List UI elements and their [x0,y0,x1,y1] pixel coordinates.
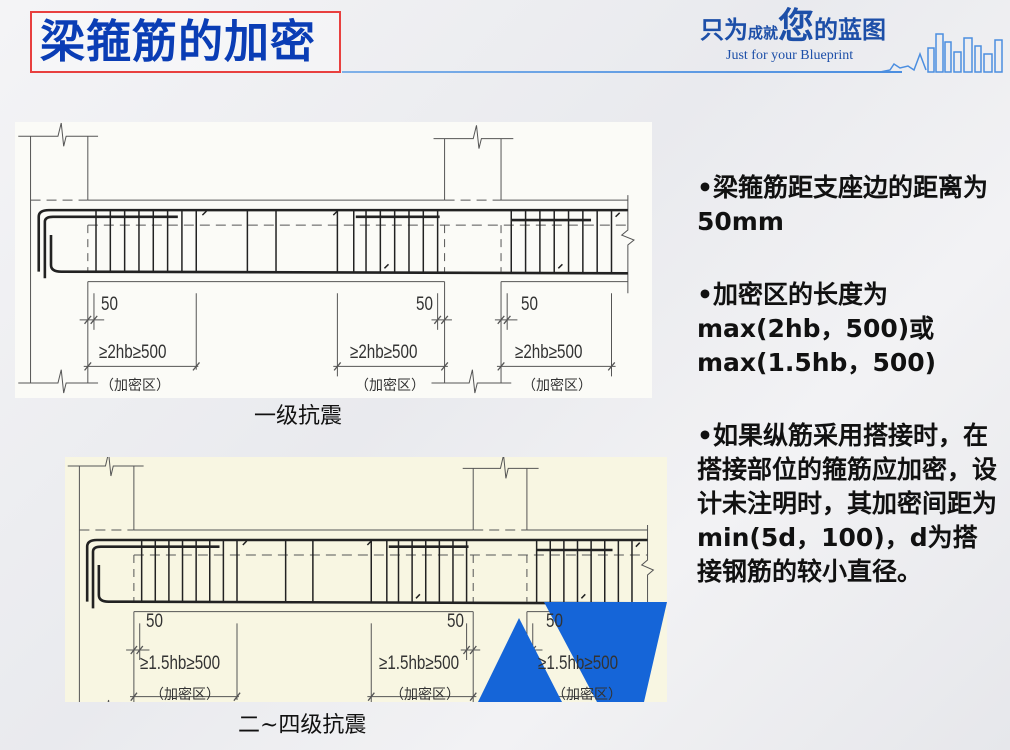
break-line [434,125,514,148]
break-line [463,457,539,478]
top-rebar [93,547,219,609]
break-line [431,370,511,393]
zone-label: （加密区） [390,686,460,702]
dim-50-label: 50 [146,611,163,632]
break-line [18,123,98,146]
dimension-tick [334,362,341,370]
dimension-tick [470,646,476,654]
top-rebar [45,217,178,279]
dim-50-label: 50 [447,611,464,632]
zone-label: （加密区） [522,377,592,393]
stirrup-hook [367,541,371,545]
bullet-item: •梁箍筋距支座边的距离为50mm [697,173,988,236]
dimension-tick [608,362,615,370]
dim-length-label: ≥1.5hb≥500 [379,653,460,674]
logo-tagline: Just for your Blueprint [726,48,854,63]
header-divider [342,71,902,73]
stirrup-hook [333,211,337,215]
dimension-tick [193,362,200,370]
bottom-rebar [99,565,648,603]
figure-caption: 二~四级抗震 [238,713,367,738]
stirrup-hook [558,264,562,268]
bullet-item: •加密区的长度为max(2hb，500)或max(1.5hb，500) [697,280,937,377]
dim-50-label: 50 [521,294,538,315]
figure-caption: 一级抗震 [254,404,343,429]
dimension-tick [441,316,448,324]
dim-length-label: ≥1.5hb≥500 [538,653,619,674]
dimension-tick [234,693,240,701]
dimension-tick [131,693,137,701]
dim-length-label: ≥1.5hb≥500 [140,653,221,674]
dim-length-label: ≥2hb≥500 [99,342,167,363]
dimension-tick [504,316,511,324]
dimension-tick [137,646,143,654]
stirrup-hook [416,594,420,598]
dim-50-label: 50 [416,294,433,315]
zone-label: （加密区） [355,377,425,393]
beam-stirrup-diagram-grade1 [15,122,652,398]
break-line [642,525,654,623]
zone-label: （加密区） [150,686,220,702]
stirrup-hook [202,211,206,215]
logo-text: 成就 [748,24,779,42]
dim-50-label: 50 [546,611,563,632]
dim-length-label: ≥2hb≥500 [515,342,583,363]
dim-50-label: 50 [101,294,118,315]
zone-label: （加密区） [552,686,622,702]
dimension-tick [441,362,448,370]
slide-title: 梁箍筋的加密 [40,15,317,68]
bottom-rebar [51,235,628,273]
stirrup-hook [384,264,388,268]
logo-text: 您 [778,5,815,47]
stirrup-hook [581,594,585,598]
dimension-tick [131,646,137,654]
title-frame [30,11,341,73]
logo-text: 只为 [700,15,748,44]
logo-text: 的蓝图 [814,15,887,44]
break-line [18,370,98,393]
dimension-tick [434,316,441,324]
bullet-item: •如果纵筋采用搭接时，在搭接部位的箍筋应加密，设计未注明时，其加密间距为min(… [697,421,998,586]
top-rebar [87,540,647,602]
beam-stirrup-diagram-grade2-4 [65,457,667,702]
dimension-tick [498,362,505,370]
dimension-tick [85,362,92,370]
stirrup-hook [616,213,620,217]
bullet-list: •梁箍筋距支座边的距离为50mm •加密区的长度为max(2hb，500)或ma… [697,171,997,628]
skyline-logo-icon [880,33,1003,73]
stirrup-hook [243,541,247,545]
dimension-tick [85,316,92,324]
zone-label: （加密区） [100,377,170,393]
beam-drawing [15,122,652,398]
break-line [622,195,634,293]
dim-length-label: ≥2hb≥500 [350,342,418,363]
dimension-tick [463,646,469,654]
dimension-tick [91,316,98,324]
logo-slogan: 只为成就您的蓝图 [700,6,886,53]
dimension-tick [498,316,505,324]
dimension-tick [470,693,476,701]
stirrup-hook [636,543,640,547]
blue-decoration-shapes [478,602,667,702]
break-line [68,457,144,476]
dimension-tick [368,693,374,701]
top-rebar [39,210,628,272]
